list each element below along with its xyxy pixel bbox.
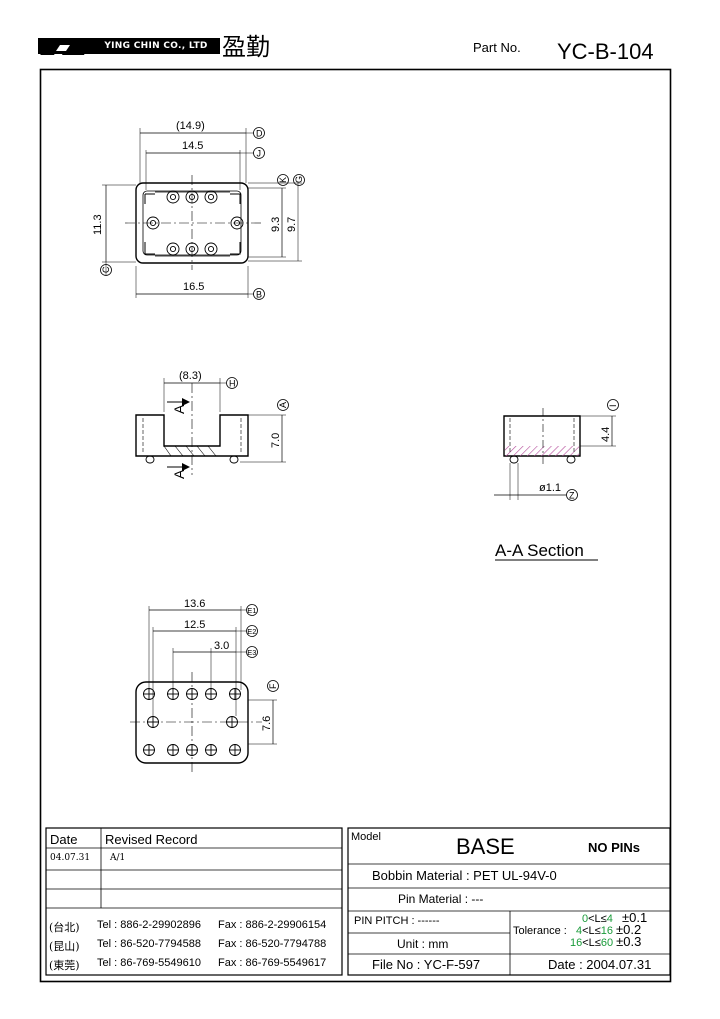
top-view-markers: D J K G C B — [100, 127, 305, 300]
bobbin-material: Bobbin Material : PET UL-94V-0 — [372, 868, 557, 883]
top-view — [102, 128, 302, 298]
tolerance-range: <L≤ — [582, 937, 601, 949]
contact-region: (台北) — [49, 921, 80, 934]
company-name-en: YING CHIN CO., LTD — [104, 41, 208, 51]
marker-b: B — [256, 290, 262, 300]
side-view-markers: H A — [226, 377, 289, 411]
tolerance-high: 60 — [600, 937, 614, 949]
contact-fax: Fax : 86-520-7794788 — [218, 938, 327, 950]
tolerance-range: <L≤ — [588, 913, 607, 925]
revision-date-header: Date — [50, 832, 78, 847]
marker-e2: E2 — [247, 627, 256, 636]
pins-note: NO PINs — [588, 840, 641, 855]
tolerance-value: ±0.2 — [616, 922, 642, 937]
dim-width: 14.5 — [182, 140, 203, 152]
marker-e3: E3 — [247, 648, 256, 657]
side-view — [135, 378, 286, 475]
dim-12-5: 12.5 — [184, 619, 205, 631]
dim-height: 11.3 — [92, 214, 104, 235]
section-title: A-A Section — [495, 541, 584, 560]
marker-a: A — [278, 402, 288, 408]
unit: Unit : mm — [397, 937, 449, 951]
tolerance-high: 4 — [606, 913, 613, 925]
revision-record-header: Revised Record — [105, 832, 198, 847]
marker-j: J — [257, 149, 262, 159]
tolerance-low: 16 — [570, 937, 583, 949]
marker-c: C — [101, 266, 111, 273]
marker-g: G — [294, 176, 304, 183]
dim-pin-diameter: ø1.1 — [539, 482, 561, 494]
pin-pitch: PIN PITCH : ------ — [354, 915, 440, 927]
dim-bottom: 16.5 — [183, 281, 204, 293]
dim-7-0: 7.0 — [270, 433, 282, 448]
marker-h: H — [229, 379, 236, 389]
model-label: Model — [351, 831, 381, 843]
dim-3-0: 3.0 — [214, 640, 229, 652]
contact-tel: Tel : 86-520-7794588 — [97, 938, 201, 950]
drawing-date: Date : 2004.07.31 — [548, 957, 652, 972]
tolerance-row: 0<L≤4 ±0.1 — [582, 910, 648, 925]
revision-row-date: 04.07.31 — [50, 853, 91, 863]
contact-tel: Tel : 86-769-5549610 — [97, 957, 201, 969]
dim-4-4: 4.4 — [600, 427, 612, 442]
section-labels: 4.4 ø1.1 A-A Section — [495, 427, 612, 561]
model-value: BASE — [456, 834, 515, 859]
marker-f: F — [268, 683, 278, 689]
contact-fax: Fax : 86-769-5549617 — [218, 957, 327, 969]
tolerance-range: <L≤ — [582, 925, 601, 937]
marker-i: I — [608, 404, 618, 407]
file-number: File No : YC-F-597 — [372, 957, 481, 972]
dim-8-3: (8.3) — [179, 370, 202, 382]
tolerance-value: ±0.1 — [622, 910, 648, 925]
logo-mark — [38, 39, 88, 55]
contact-tel: Tel : 886-2-29902896 — [97, 919, 201, 931]
bottom-view-labels: 13.6 12.5 3.0 7.6 — [184, 598, 273, 731]
pin-material: Pin Material : --- — [398, 892, 484, 906]
tolerance-label: Tolerance : — [513, 925, 567, 937]
part-number-label: Part No. — [473, 40, 521, 55]
tolerance-low: 0 — [582, 913, 589, 925]
revision-row-record: A/1 — [110, 853, 126, 863]
dim-7-6: 7.6 — [261, 716, 273, 731]
bottom-view-markers: E1 E2 E3 F — [246, 604, 279, 692]
contact-region: (昆山) — [49, 940, 80, 953]
dim-9-7: 9.7 — [286, 217, 298, 232]
side-view-labels: (8.3) 7.0 A A — [171, 370, 282, 479]
company-name-cn: 盈勤 — [222, 33, 270, 61]
marker-d: D — [256, 129, 263, 139]
bottom-view — [130, 606, 277, 772]
tolerance-low: 4 — [576, 925, 583, 937]
section-mark-top: A — [171, 404, 187, 414]
section-mark-bottom: A — [171, 469, 187, 479]
section-view — [494, 408, 616, 500]
tolerance-row: 4<L≤16 ±0.2 — [576, 922, 642, 937]
marker-e1: E1 — [247, 606, 256, 615]
marker-k: K — [278, 177, 288, 183]
part-number: YC-B-104 — [557, 39, 654, 64]
contact-fax: Fax : 886-2-29906154 — [218, 919, 327, 931]
dim-outer-width: (14.9) — [176, 120, 205, 132]
tolerance-high: 16 — [600, 925, 613, 937]
dim-9-3: 9.3 — [270, 217, 282, 232]
tolerance-row: 16<L≤60 ±0.3 — [570, 934, 642, 949]
dim-13-6: 13.6 — [184, 598, 205, 610]
sheet-border — [39, 68, 672, 983]
section-markers: I Z — [566, 399, 619, 501]
title-block-grid — [347, 827, 671, 976]
top-view-labels: (14.9) 14.5 11.3 9.3 9.7 16.5 — [92, 120, 298, 293]
contact-region: (東莞) — [49, 959, 80, 972]
marker-z: Z — [569, 491, 575, 501]
revision-table-grid — [45, 827, 343, 976]
tolerance-value: ±0.3 — [616, 934, 642, 949]
